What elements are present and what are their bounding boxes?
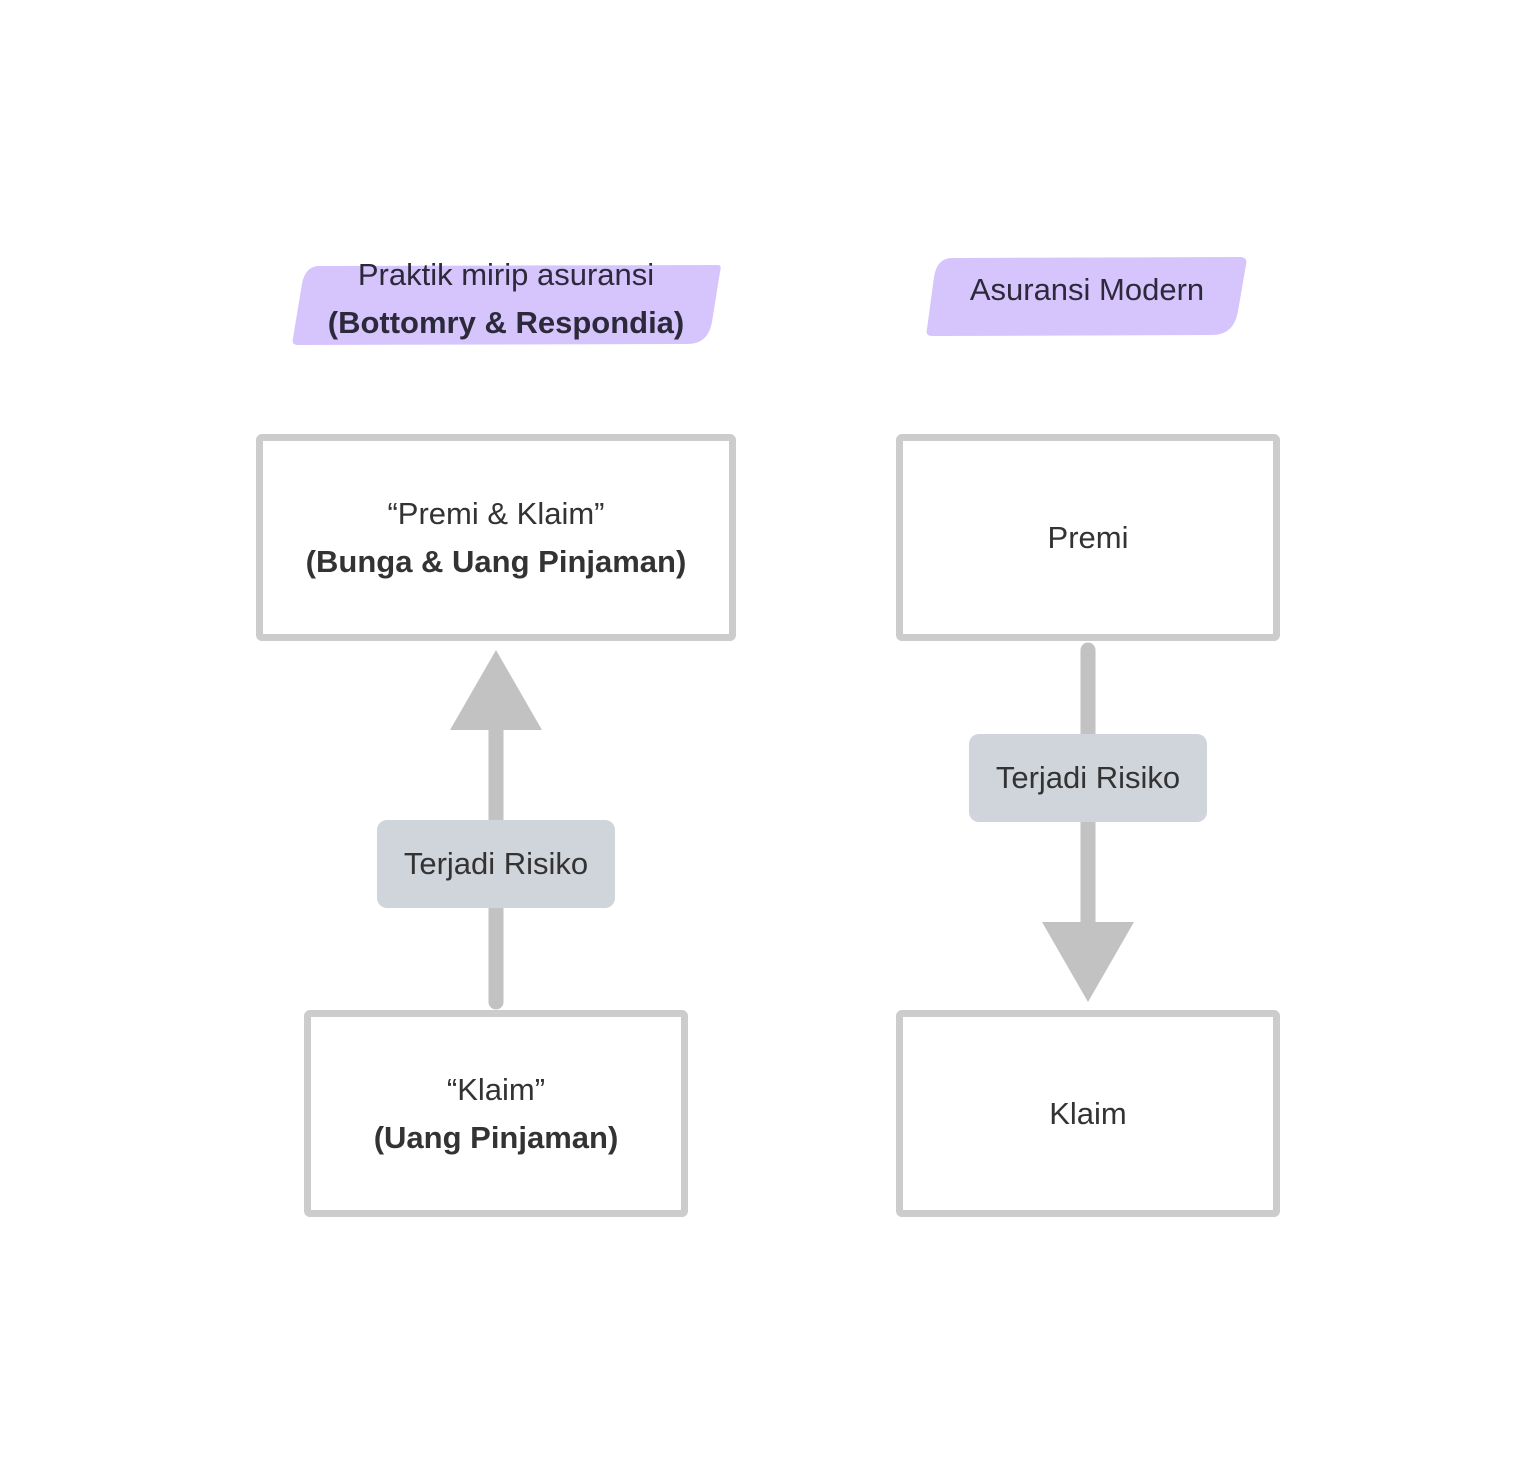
- left-top-box-line1: “Premi & Klaim”: [387, 495, 605, 531]
- left-header-text: Praktik mirip asuransi (Bottomry & Respo…: [290, 251, 722, 347]
- left-top-box: “Premi & Klaim” (Bunga & Uang Pinjaman): [256, 434, 736, 641]
- left-top-box-line2: (Bunga & Uang Pinjaman): [305, 543, 687, 579]
- right-risk-label: Terjadi Risiko: [969, 734, 1207, 822]
- left-bottom-box-line1: “Klaim”: [446, 1071, 546, 1107]
- left-header-line1: Praktik mirip asuransi: [357, 257, 655, 292]
- left-bottom-box: “Klaim” (Uang Pinjaman): [304, 1010, 688, 1217]
- right-bottom-box: Klaim: [896, 1010, 1280, 1217]
- right-bottom-box-line1: Klaim: [1049, 1095, 1127, 1131]
- left-bottom-box-line2: (Uang Pinjaman): [373, 1119, 619, 1155]
- right-top-box-line1: Premi: [1047, 519, 1129, 555]
- right-header-highlight: [926, 257, 1247, 336]
- left-risk-label: Terjadi Risiko: [377, 820, 615, 908]
- right-header-line1: Asuransi Modern: [969, 272, 1205, 307]
- left-arrow-up-icon: [450, 650, 542, 730]
- left-header-line2: (Bottomry & Respondia): [327, 305, 685, 340]
- left-header-highlight: [292, 265, 721, 345]
- right-header-text: Asuransi Modern: [924, 266, 1250, 314]
- right-arrow-down-icon: [1042, 922, 1134, 1002]
- right-top-box: Premi: [896, 434, 1280, 641]
